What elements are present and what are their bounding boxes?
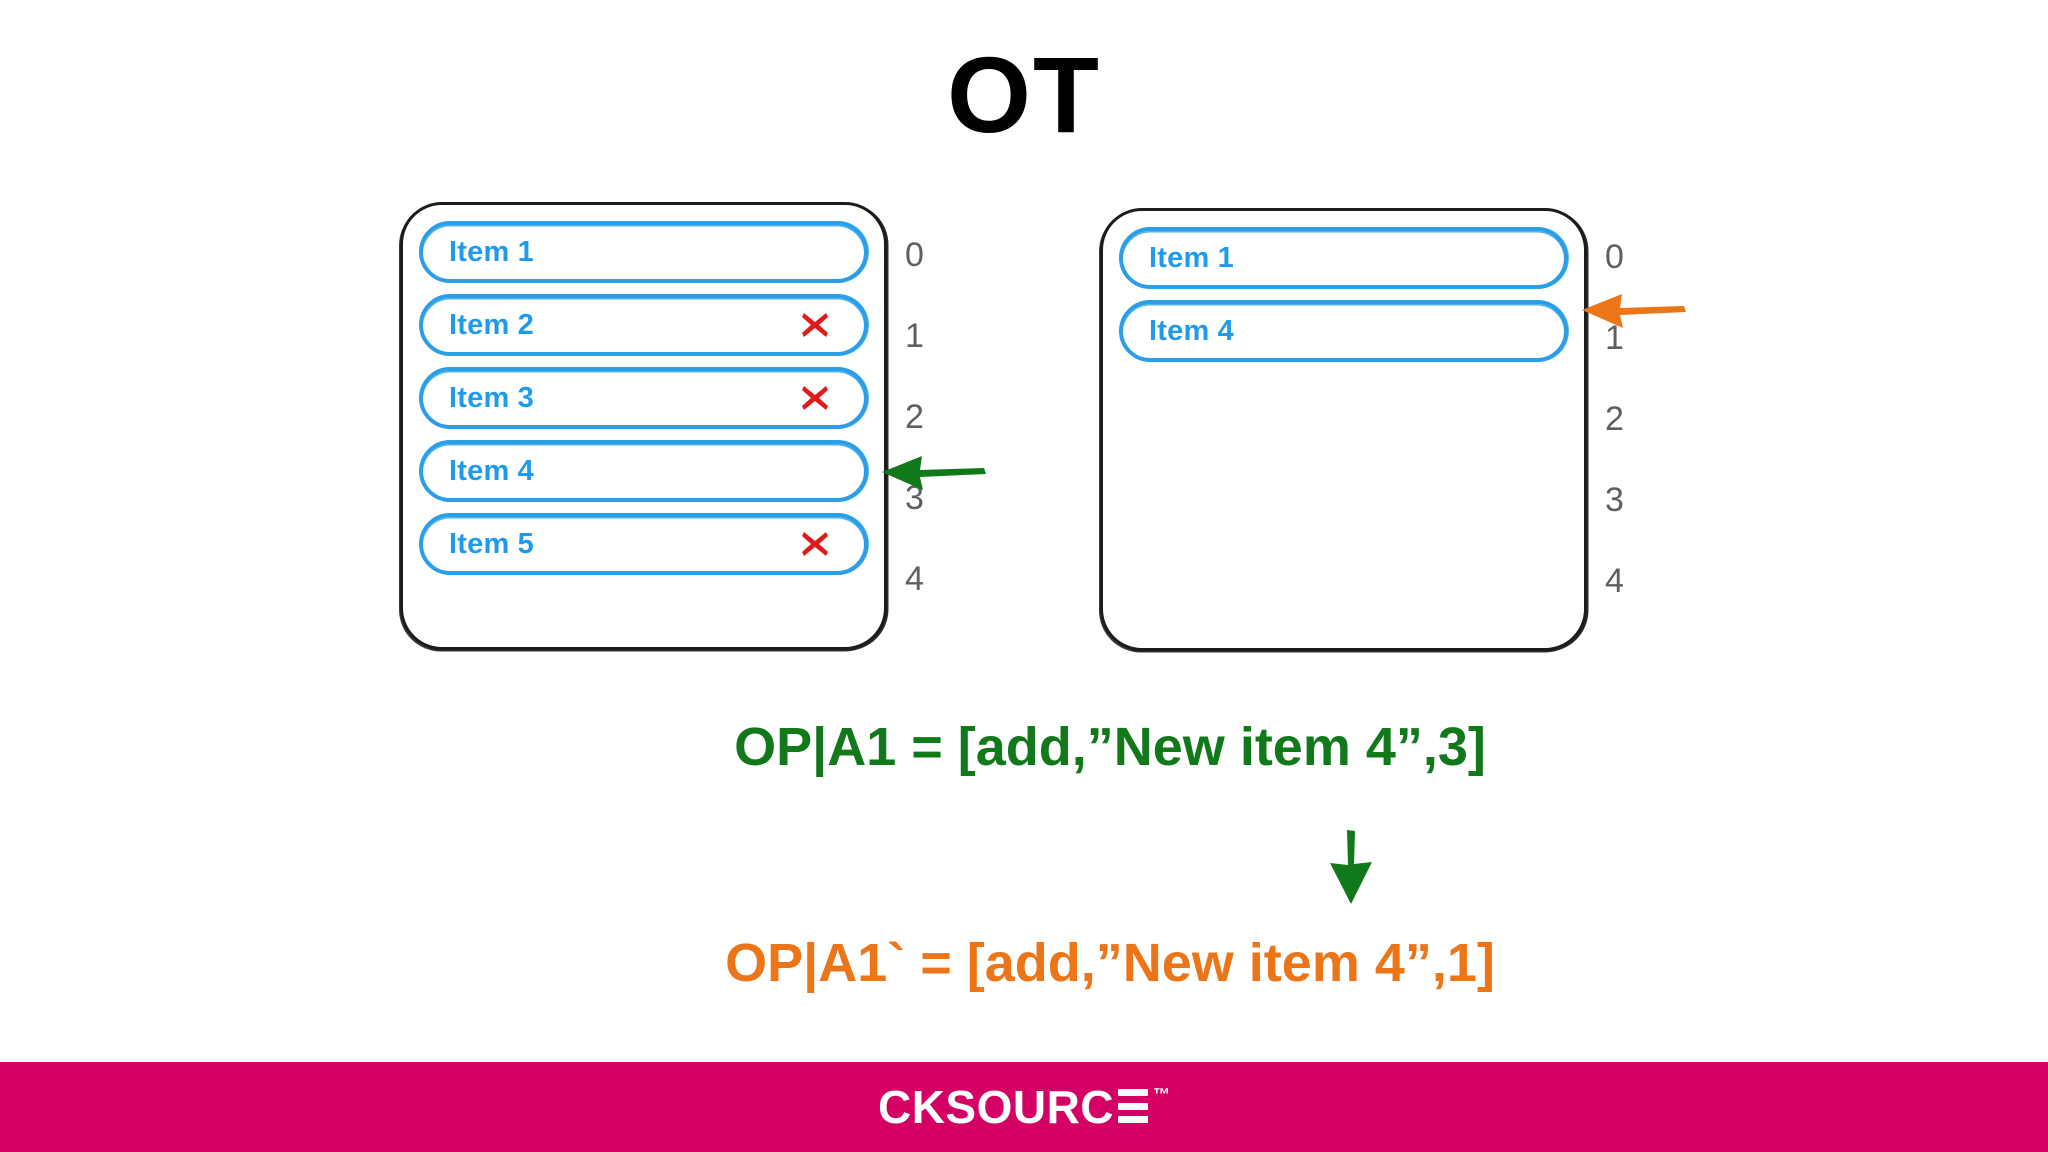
document-panel-after: Item 1 Item 4 <box>1100 208 1587 651</box>
list-item-label: Item 5 <box>449 527 535 560</box>
list-item[interactable]: Item 5 <box>419 513 868 575</box>
index-label: 2 <box>905 398 924 436</box>
arrow-left-icon <box>880 450 990 496</box>
item-list-before: Item 1 Item 2 Item 3 Item <box>419 221 868 575</box>
list-item[interactable]: Item 2 <box>419 294 868 356</box>
list-item-label: Item 4 <box>1149 314 1235 347</box>
index-label: 0 <box>1605 238 1624 276</box>
index-label: 2 <box>1605 400 1624 438</box>
trademark-symbol: ™ <box>1153 1085 1171 1104</box>
index-gutter-before: 0 1 2 3 4 <box>905 238 949 643</box>
logo-wordmark: CKSOURC <box>877 1081 1115 1133</box>
list-item[interactable]: Item 4 <box>419 440 868 502</box>
cksource-logo: CKSOURC ™ <box>878 1084 1170 1130</box>
list-item-label: Item 4 <box>449 454 535 487</box>
page-title: OT <box>947 34 1101 155</box>
list-item[interactable]: Item 1 <box>1119 227 1568 289</box>
index-label: 3 <box>1605 481 1624 519</box>
index-label: 4 <box>905 560 924 598</box>
transformed-operation-text: OP|A1` = [add,”New item 4”,1] <box>725 933 1495 993</box>
delete-x-icon[interactable] <box>800 383 830 413</box>
list-item-label: Item 1 <box>1149 241 1235 274</box>
list-item[interactable]: Item 1 <box>419 221 868 283</box>
document-panel-before: Item 1 Item 2 Item 3 Item <box>400 202 887 650</box>
list-item-label: Item 1 <box>449 235 535 268</box>
footer-bar: CKSOURC ™ <box>0 1062 2048 1152</box>
index-label: 1 <box>1605 319 1624 357</box>
index-gutter-after: 0 1 2 3 4 <box>1605 240 1649 645</box>
index-label: 1 <box>905 317 924 355</box>
arrow-left-icon <box>1580 288 1690 334</box>
list-item[interactable]: Item 4 <box>1119 300 1568 362</box>
index-label: 4 <box>1605 562 1624 600</box>
index-label: 3 <box>905 479 924 517</box>
original-operation-text: OP|A1 = [add,”New item 4”,3] <box>734 717 1486 777</box>
delete-x-icon[interactable] <box>800 529 830 559</box>
index-label: 0 <box>905 236 924 274</box>
delete-x-icon[interactable] <box>800 310 830 340</box>
item-list-after: Item 1 Item 4 <box>1119 227 1568 362</box>
list-item-label: Item 2 <box>449 308 535 341</box>
arrow-down-icon <box>1322 828 1380 906</box>
list-item-label: Item 3 <box>449 381 535 414</box>
logo-e-glyph-icon <box>1118 1089 1149 1123</box>
list-item[interactable]: Item 3 <box>419 367 868 429</box>
